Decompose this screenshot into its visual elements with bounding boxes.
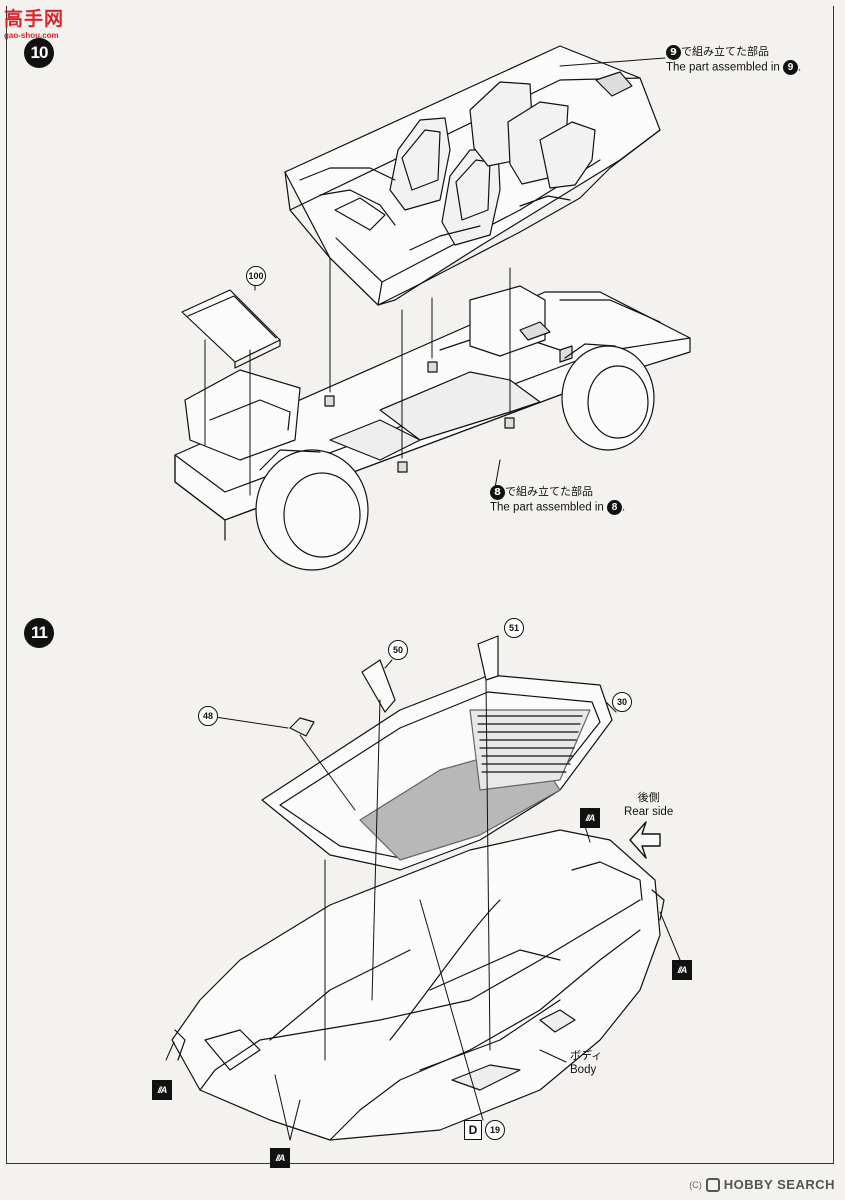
rear-side-en: Rear side [624, 806, 674, 818]
hobbysearch-watermark: (C) HOBBY SEARCH [689, 1177, 835, 1192]
chassis [175, 286, 690, 570]
rear-side-label: 後側 Rear side [624, 790, 673, 820]
roof-part-30 [262, 675, 612, 870]
paint-chip-mark: //A [152, 1080, 172, 1100]
ref-step-8: 8 [490, 484, 505, 500]
paint-chip-text: //A [157, 1085, 167, 1095]
ref-step-9: 9 [666, 44, 681, 60]
interior-tub [285, 46, 660, 305]
site-logo-url: gao-shou.com [4, 31, 59, 40]
step-number-10: 10 [24, 38, 54, 68]
callout-8-en: The part assembled in [490, 501, 604, 514]
part-number-100: 100 [246, 266, 266, 286]
part-number-30: 30 [612, 692, 632, 712]
step-number-11: 11 [24, 618, 54, 648]
step11-arrows [166, 660, 680, 1140]
callout-9-en: The part assembled in [666, 61, 780, 74]
site-logo: 高手网 gao-shou.com [4, 4, 64, 40]
paint-code-letter: D [464, 1120, 482, 1140]
step10-arrows [205, 58, 665, 495]
paint-code-number: 19 [485, 1120, 505, 1140]
body-label: ボディ Body [570, 1048, 602, 1078]
part-48-clip [290, 718, 314, 736]
part-50-piece [362, 660, 395, 712]
paint-chip-text: //A [275, 1153, 285, 1163]
part-number-50: 50 [388, 640, 408, 660]
site-logo-text: 高手网 [4, 8, 65, 30]
car-body [172, 830, 664, 1140]
callout-8-jp: で組み立てた部品 [505, 485, 593, 498]
paint-chip-text: //A [585, 813, 595, 823]
callout-9-en-suffix: . [798, 61, 802, 74]
callout-9-jp: で組み立てた部品 [681, 45, 769, 58]
paint-chip-mark: //A [580, 808, 600, 828]
body-label-en: Body [570, 1064, 597, 1076]
part-100-panel [182, 290, 280, 368]
part-number-48: 48 [198, 706, 218, 726]
part-51-piece [478, 636, 498, 680]
body-label-jp: ボディ [570, 1049, 603, 1062]
paint-chip-mark: //A [672, 960, 692, 980]
watermark-logo-icon [705, 1177, 720, 1192]
paint-code: D 19 [464, 1120, 505, 1140]
ref-step-8-en: 8 [607, 499, 622, 515]
rear-side-arrow [630, 822, 660, 858]
watermark-brand: HOBBY SEARCH [723, 1177, 835, 1192]
paint-chip-mark: //A [270, 1148, 290, 1168]
part-number-51: 51 [504, 618, 524, 638]
rear-side-jp: 後側 [637, 791, 660, 804]
page-frame [6, 6, 834, 1164]
watermark-copyright: (C) [689, 1179, 702, 1190]
paint-chip-text: //A [677, 965, 687, 975]
callout-8-en-suffix: . [622, 501, 626, 514]
ref-step-9-en: 9 [783, 59, 798, 75]
